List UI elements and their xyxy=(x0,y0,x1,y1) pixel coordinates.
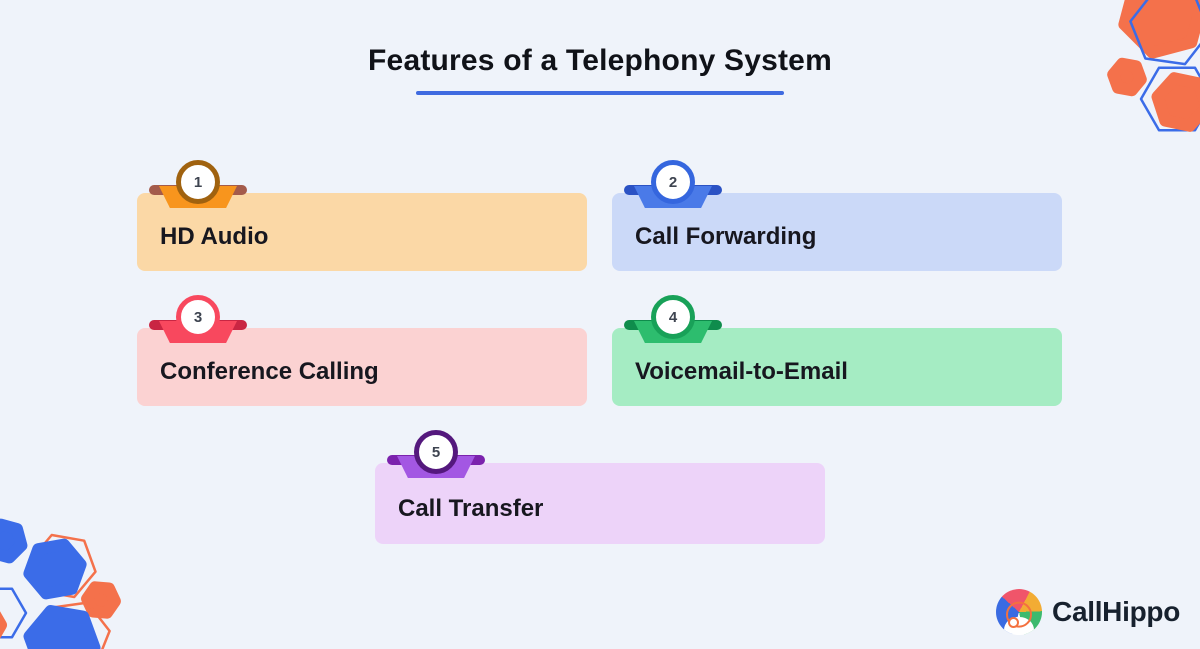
blue-hexagon-shape xyxy=(23,605,101,649)
feature-number: 1 xyxy=(176,160,220,204)
feature-number: 4 xyxy=(651,295,695,339)
orange-hexagon-shape xyxy=(0,611,7,639)
feature-number: 2 xyxy=(651,160,695,204)
title-underline xyxy=(416,91,784,95)
microphone-dot-shape xyxy=(1008,617,1020,628)
blue-hexagon-outline xyxy=(0,587,28,639)
feature-label: Conference Calling xyxy=(160,358,379,385)
feature-number-badge: 1 xyxy=(148,160,248,215)
feature-number-badge: 5 xyxy=(386,430,486,485)
feature-card-voicemail-to-email: 4 Voicemail-to-Email xyxy=(612,295,1062,406)
callhippo-logo-icon xyxy=(996,589,1043,635)
blue-hexagon-shape xyxy=(23,538,87,600)
feature-label: HD Audio xyxy=(160,223,269,250)
feature-number: 3 xyxy=(176,295,220,339)
orange-hexagon-shape xyxy=(81,581,121,619)
feature-card-call-forwarding: 2 Call Forwarding xyxy=(612,160,1062,271)
feature-label: Voicemail-to-Email xyxy=(635,358,848,385)
feature-number-badge: 2 xyxy=(623,160,723,215)
feature-label: Call Transfer xyxy=(398,494,544,522)
feature-number: 5 xyxy=(414,430,458,474)
feature-number-badge: 4 xyxy=(623,295,723,350)
page-title: Features of a Telephony System xyxy=(368,44,832,77)
header: Features of a Telephony System xyxy=(0,44,1200,95)
orange-hexagon-outline xyxy=(29,533,97,599)
brand-footer: CallHippo xyxy=(996,589,1180,635)
hexagon-decoration-bottom-left xyxy=(0,518,121,649)
feature-card-call-transfer: 5 Call Transfer xyxy=(375,430,825,544)
feature-number-badge: 3 xyxy=(148,295,248,350)
brand-name: CallHippo xyxy=(1052,596,1180,627)
feature-card-hd-audio: 1 HD Audio xyxy=(137,160,587,271)
blue-hexagon-shape xyxy=(0,518,28,564)
headset-ring-shape xyxy=(1006,601,1033,628)
orange-hexagon-outline xyxy=(37,601,111,649)
feature-card-conference-calling: 3 Conference Calling xyxy=(137,295,587,406)
feature-label: Call Forwarding xyxy=(635,223,817,250)
